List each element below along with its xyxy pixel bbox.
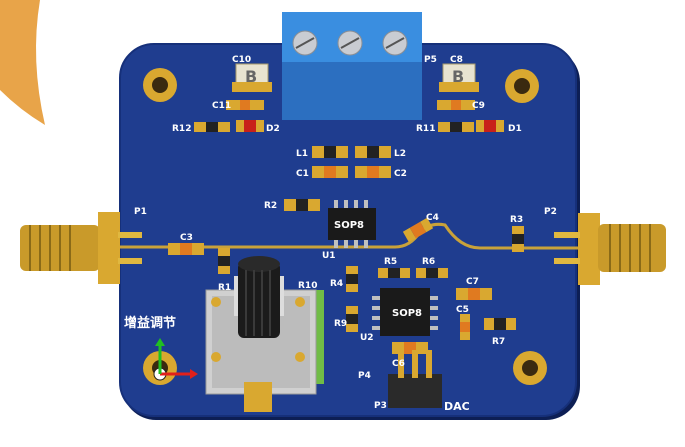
- label-r2: R2: [264, 201, 277, 211]
- smd-c5: [460, 314, 470, 340]
- label-c8: C8: [450, 55, 463, 65]
- label-r5: R5: [384, 257, 397, 267]
- label-gain-adjust: 增益调节: [124, 315, 176, 331]
- smd-r2: [284, 199, 320, 211]
- label-u1: U1: [322, 251, 336, 261]
- smd-c7: [456, 288, 492, 300]
- label-p4: P4: [358, 371, 371, 381]
- smd-r11: [438, 122, 474, 132]
- label-r11: R11: [416, 124, 435, 134]
- label-l2: L2: [394, 149, 406, 159]
- label-c4: C4: [426, 213, 439, 223]
- label-p1: P1: [134, 207, 147, 217]
- led-d2: [236, 120, 264, 132]
- label-c9: C9: [472, 101, 485, 111]
- smd-c3: [168, 243, 204, 255]
- label-p3: P3: [374, 401, 387, 411]
- potentiometer-r10: [205, 256, 324, 412]
- label-b-right: B: [452, 67, 464, 86]
- label-r1: R1: [218, 283, 231, 293]
- label-r3: R3: [510, 215, 523, 225]
- label-c10: C10: [232, 55, 251, 65]
- label-r9: R9: [334, 319, 347, 329]
- label-r6: R6: [422, 257, 435, 267]
- smd-c6: [392, 342, 428, 354]
- label-c1: C1: [296, 169, 309, 179]
- sma-connector-p2: [554, 213, 666, 285]
- label-l1: L1: [296, 149, 308, 159]
- ic-u1: [328, 200, 376, 248]
- label-b-left: B: [245, 67, 257, 86]
- smd-r6: [416, 268, 448, 278]
- smd-r12: [194, 122, 230, 132]
- label-c7: C7: [466, 277, 479, 287]
- label-c3: C3: [180, 233, 193, 243]
- label-r10: R10: [298, 281, 317, 291]
- label-r7: R7: [492, 337, 505, 347]
- inductor-l2: [355, 146, 391, 158]
- terminal-block: [282, 12, 422, 120]
- smd-c11: [226, 100, 264, 110]
- inductor-l1: [312, 146, 348, 158]
- smd-r7: [484, 318, 516, 330]
- label-d1: D1: [508, 124, 522, 134]
- label-sop8-u2: SOP8: [392, 308, 422, 319]
- pin-header-p3: [388, 350, 442, 408]
- sma-connector-p1: [20, 212, 142, 284]
- ic-u2: [372, 288, 438, 336]
- mounting-hole-br: [513, 351, 547, 385]
- smd-c4: [402, 217, 434, 243]
- label-c6: C6: [392, 359, 405, 369]
- smd-r9: [346, 306, 358, 332]
- label-c2: C2: [394, 169, 407, 179]
- label-c5: C5: [456, 305, 469, 315]
- led-d1: [476, 120, 504, 132]
- smd-c9: [437, 100, 475, 110]
- label-c11: C11: [212, 101, 231, 111]
- smd-r1: [218, 248, 230, 274]
- label-u2: U2: [360, 333, 374, 343]
- label-d2: D2: [266, 124, 280, 134]
- capacitor-c10: [232, 63, 272, 92]
- smd-r5: [378, 268, 410, 278]
- smd-r4: [346, 266, 358, 292]
- label-r4: R4: [330, 279, 343, 289]
- mounting-hole-tl: [143, 68, 177, 102]
- smd-c2: [355, 166, 391, 178]
- smd-c1: [312, 166, 348, 178]
- label-sop8-u1: SOP8: [334, 220, 364, 231]
- axis-gizmo: [153, 338, 198, 381]
- label-dac: DAC: [444, 400, 470, 413]
- smd-r3: [512, 226, 524, 252]
- background-accent-shape: [0, 0, 45, 125]
- label-p5: P5: [424, 55, 437, 65]
- mounting-hole-tr: [505, 69, 539, 103]
- label-r12: R12: [172, 124, 191, 134]
- label-p2: P2: [544, 207, 557, 217]
- capacitor-c8: [439, 63, 479, 92]
